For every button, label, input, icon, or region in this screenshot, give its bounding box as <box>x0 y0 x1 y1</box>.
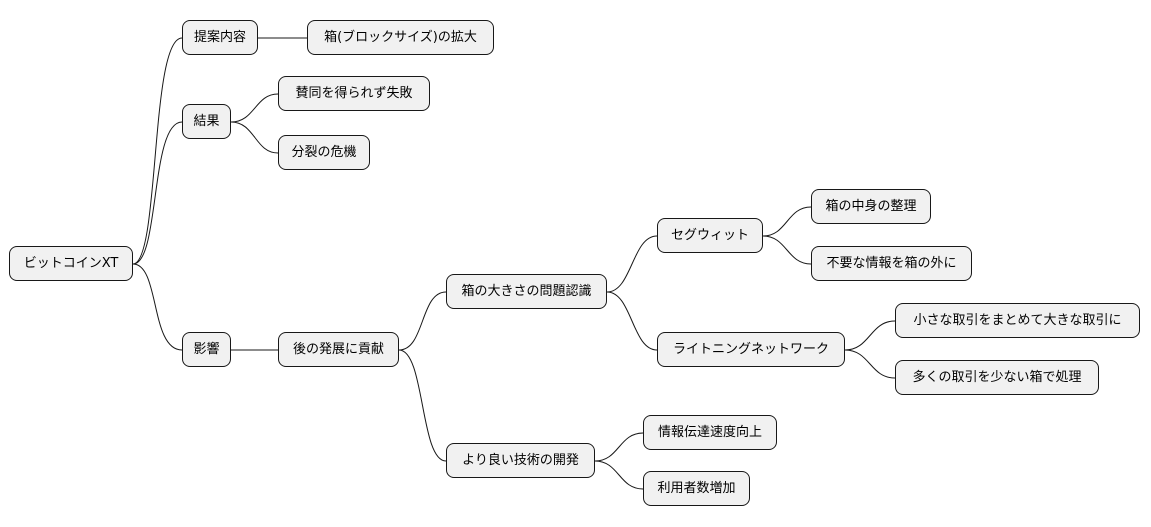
node-size-recognition[interactable]: 箱の大きさの問題認識 <box>446 274 607 309</box>
edge-root-result <box>132 121 183 265</box>
edge-contribution-recognition <box>398 291 447 351</box>
edge-segwit-outside <box>762 235 812 265</box>
node-lightning-network[interactable]: ライトニングネットワーク <box>657 332 845 367</box>
node-proposal[interactable]: 提案内容 <box>182 20 258 55</box>
node-user-growth[interactable]: 利用者数増加 <box>643 471 750 506</box>
edge-lightning-bundle <box>844 320 896 351</box>
root-node[interactable]: ビットコインXT <box>9 246 133 281</box>
edge-root-impact <box>132 263 183 351</box>
node-bundle-transactions[interactable]: 小さな取引をまとめて大きな取引に <box>895 303 1140 338</box>
edge-recognition-lightning <box>606 291 658 351</box>
node-split-crisis[interactable]: 分裂の危機 <box>278 135 370 170</box>
node-organize-contents[interactable]: 箱の中身の整理 <box>811 189 931 224</box>
node-better-technology[interactable]: より良い技術の開発 <box>446 443 595 478</box>
edge-recognition-segwit <box>606 235 658 293</box>
edge-root-proposal <box>132 37 183 265</box>
edge-contribution-bettertech <box>398 349 447 462</box>
edge-lightning-process <box>844 349 896 379</box>
node-segwit[interactable]: セグウィット <box>657 218 763 253</box>
node-impact[interactable]: 影響 <box>182 332 231 367</box>
node-later-contribution[interactable]: 後の発展に貢献 <box>278 332 399 367</box>
edge-bettertech-speed <box>594 432 644 462</box>
edge-result-fail <box>230 93 279 123</box>
node-result[interactable]: 結果 <box>182 104 231 139</box>
node-faster-propagation[interactable]: 情報伝達速度向上 <box>643 415 777 450</box>
node-block-size-expansion[interactable]: 箱(ブロックサイズ)の拡大 <box>307 20 494 55</box>
edge-bettertech-users <box>594 460 644 490</box>
edge-result-split <box>230 121 279 154</box>
edge-segwit-organize <box>762 206 812 237</box>
node-process-more-transactions[interactable]: 多くの取引を少ない箱で処理 <box>895 360 1099 395</box>
node-failed-support[interactable]: 賛同を得られず失敗 <box>278 76 430 111</box>
node-move-data-outside[interactable]: 不要な情報を箱の外に <box>811 246 972 281</box>
